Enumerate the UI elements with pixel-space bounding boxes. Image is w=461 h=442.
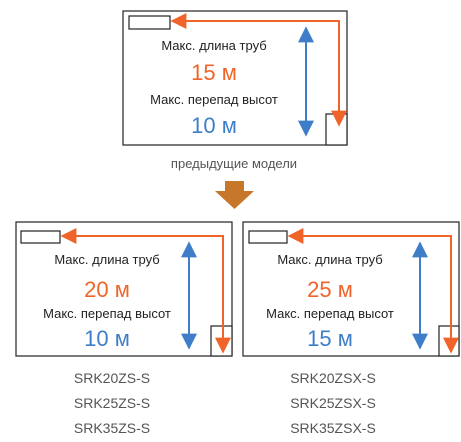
pipe-length-arrow xyxy=(60,228,231,354)
max-height-value: 10 м xyxy=(191,113,237,138)
left-model-panel: Макс. длина труб 20 м Макс. перепад высо… xyxy=(15,221,233,357)
max-height-label: Макс. перепад высот xyxy=(150,92,278,107)
pipe-length-arrow xyxy=(170,13,347,127)
max-length-label: Макс. длина труб xyxy=(161,38,266,53)
left-model-list: SRK20ZS-S SRK25ZS-S SRK35ZS-S xyxy=(74,370,150,436)
right-model-panel: Макс. длина труб 25 м Макс. перепад высо… xyxy=(242,221,460,357)
indoor-unit xyxy=(128,15,171,30)
model-name: SRK20ZS-S xyxy=(74,370,150,386)
max-height-value: 15 м xyxy=(307,326,353,351)
room-outline xyxy=(122,10,348,146)
max-length-value: 20 м xyxy=(84,277,130,302)
right-model-list: SRK20ZSX-S SRK25ZSX-S SRK35ZSX-S xyxy=(290,370,376,436)
model-name: SRK35ZSX-S xyxy=(290,420,376,436)
model-name: SRK35ZS-S xyxy=(74,420,150,436)
max-height-label: Макс. перепад высот xyxy=(43,306,171,321)
transition-arrow xyxy=(215,181,254,209)
previous-models-caption: предыдущие модели xyxy=(171,156,297,171)
model-name: SRK25ZS-S xyxy=(74,395,150,411)
model-name: SRK20ZSX-S xyxy=(290,370,376,386)
model-name: SRK25ZSX-S xyxy=(290,395,376,411)
indoor-unit xyxy=(20,230,61,244)
room-outline xyxy=(15,221,233,357)
max-height-value: 10 м xyxy=(84,326,130,351)
indoor-unit xyxy=(248,230,288,244)
previous-models-panel: Макс. длина труб 15 м Макс. перепад высо… xyxy=(122,10,348,146)
max-length-value: 15 м xyxy=(191,60,237,85)
max-length-label: Макс. длина труб xyxy=(54,252,159,267)
max-length-label: Макс. длина труб xyxy=(277,252,382,267)
pipe-length-arrow xyxy=(287,228,459,354)
outdoor-unit xyxy=(210,325,233,357)
max-length-value: 25 м xyxy=(307,277,353,302)
outdoor-unit xyxy=(325,113,348,146)
outdoor-unit xyxy=(438,325,460,357)
max-height-label: Макс. перепад высот xyxy=(266,306,394,321)
room-outline xyxy=(242,221,460,357)
